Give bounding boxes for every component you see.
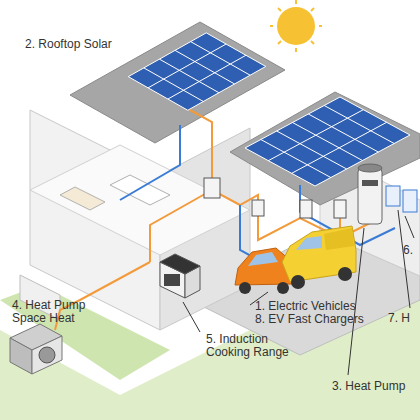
garage-roof (230, 92, 420, 205)
electric-truck (282, 226, 356, 289)
callout-label: 3. Heat Pump (332, 380, 416, 393)
ev-charger (334, 200, 346, 218)
wiring (55, 110, 395, 330)
inverter (204, 178, 220, 198)
induction-range (160, 254, 200, 298)
callout-label: 4. Heat Pump Space Heat (12, 299, 92, 325)
ev-charger (300, 200, 312, 218)
electric-car (235, 248, 292, 294)
callout-label: 5. Induction Cooking Range (206, 333, 296, 359)
solar-panel-grid (261, 106, 394, 178)
callout-label: 1. Electric Vehicles (255, 300, 375, 313)
bed (110, 175, 170, 205)
callout-label: 8. EV Fast Chargers (255, 313, 375, 326)
leader-line (183, 210, 414, 375)
solar-panel (128, 33, 266, 110)
solar-panel (245, 97, 410, 186)
meter (386, 186, 400, 206)
meter (403, 190, 417, 212)
heat-pump-water-heater (358, 164, 382, 224)
table (60, 187, 105, 210)
heat-pump-unit (10, 324, 62, 374)
upper-floor (30, 145, 250, 255)
solar-panel-grid (144, 42, 250, 102)
breaker-panel (252, 200, 264, 216)
callout-label: 2. Rooftop Solar (25, 38, 155, 51)
callout-label: 7. H (388, 312, 416, 325)
sun (270, 0, 322, 52)
callout-label: 6. (403, 244, 417, 257)
